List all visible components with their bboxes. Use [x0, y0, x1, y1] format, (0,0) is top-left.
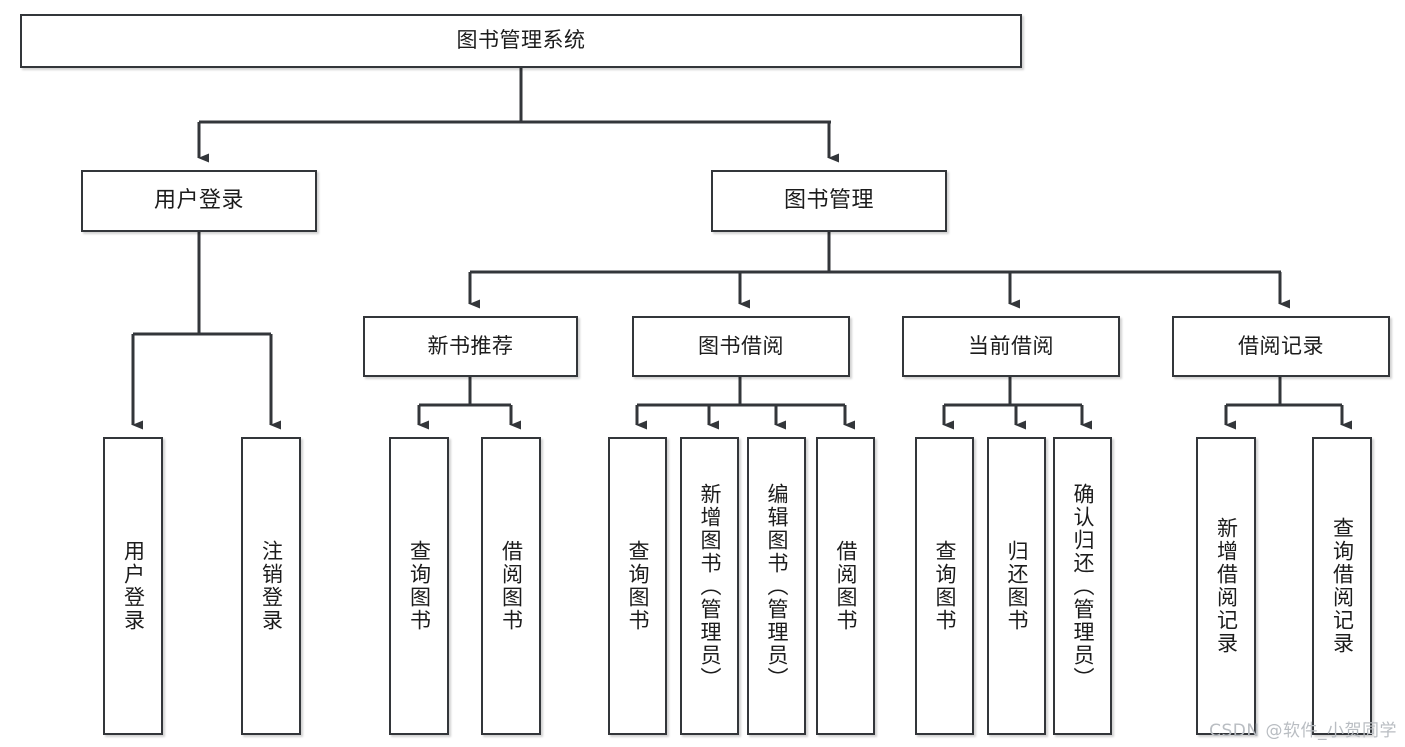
node-leaf-query-borrow-record[interactable]: 查询借阅记录 — [1312, 437, 1372, 735]
node-leaf-borrow-book-2-label: 借阅图书 — [834, 540, 858, 632]
node-leaf-query-book-3-label: 查询图书 — [933, 540, 957, 632]
node-leaf-user-logout[interactable]: 注销登录 — [241, 437, 301, 735]
node-user-login-label: 用户登录 — [153, 187, 244, 213]
node-borrow-record[interactable]: 借阅记录 — [1172, 316, 1390, 377]
node-leaf-edit-book-admin[interactable]: 编辑图书（管理员） — [747, 437, 806, 735]
node-leaf-user-login[interactable]: 用户登录 — [103, 437, 163, 735]
node-leaf-add-borrow-record-label: 新增借阅记录 — [1214, 517, 1239, 655]
node-leaf-confirm-return-admin-label: 确认归还（管理员） — [1071, 482, 1095, 690]
node-leaf-query-borrow-record-label: 查询借阅记录 — [1330, 517, 1355, 655]
node-root[interactable]: 图书管理系统 — [20, 14, 1022, 68]
node-leaf-query-book-1-label: 查询图书 — [407, 540, 432, 632]
node-root-label: 图书管理系统 — [456, 28, 586, 53]
node-leaf-return-book-label: 归还图书 — [1005, 540, 1029, 632]
node-leaf-add-borrow-record[interactable]: 新增借阅记录 — [1196, 437, 1256, 735]
node-current-borrow-label: 当前借阅 — [968, 333, 1054, 358]
node-leaf-confirm-return-admin[interactable]: 确认归还（管理员） — [1053, 437, 1112, 735]
node-new-book-recommend[interactable]: 新书推荐 — [363, 316, 578, 377]
node-leaf-borrow-book-1-label: 借阅图书 — [499, 540, 524, 632]
node-book-management[interactable]: 图书管理 — [711, 170, 947, 232]
node-leaf-edit-book-admin-label: 编辑图书（管理员） — [765, 482, 789, 690]
node-leaf-return-book[interactable]: 归还图书 — [987, 437, 1046, 735]
node-new-book-recommend-label: 新书推荐 — [427, 333, 514, 358]
node-leaf-query-book-1[interactable]: 查询图书 — [389, 437, 449, 735]
node-borrow-record-label: 借阅记录 — [1238, 333, 1324, 358]
node-leaf-query-book-2-label: 查询图书 — [626, 540, 650, 632]
node-leaf-user-login-label: 用户登录 — [121, 540, 146, 632]
node-book-management-label: 图书管理 — [783, 187, 874, 213]
node-leaf-borrow-book-1[interactable]: 借阅图书 — [481, 437, 541, 735]
node-leaf-query-book-2[interactable]: 查询图书 — [608, 437, 667, 735]
node-leaf-user-logout-label: 注销登录 — [259, 540, 284, 632]
node-book-borrow-label: 图书借阅 — [698, 333, 784, 358]
node-book-borrow[interactable]: 图书借阅 — [632, 316, 850, 377]
node-leaf-add-book-admin[interactable]: 新增图书（管理员） — [680, 437, 739, 735]
node-user-login[interactable]: 用户登录 — [81, 170, 317, 232]
node-leaf-query-book-3[interactable]: 查询图书 — [915, 437, 974, 735]
node-leaf-borrow-book-2[interactable]: 借阅图书 — [816, 437, 875, 735]
node-leaf-add-book-admin-label: 新增图书（管理员） — [698, 482, 722, 690]
node-current-borrow[interactable]: 当前借阅 — [902, 316, 1120, 377]
